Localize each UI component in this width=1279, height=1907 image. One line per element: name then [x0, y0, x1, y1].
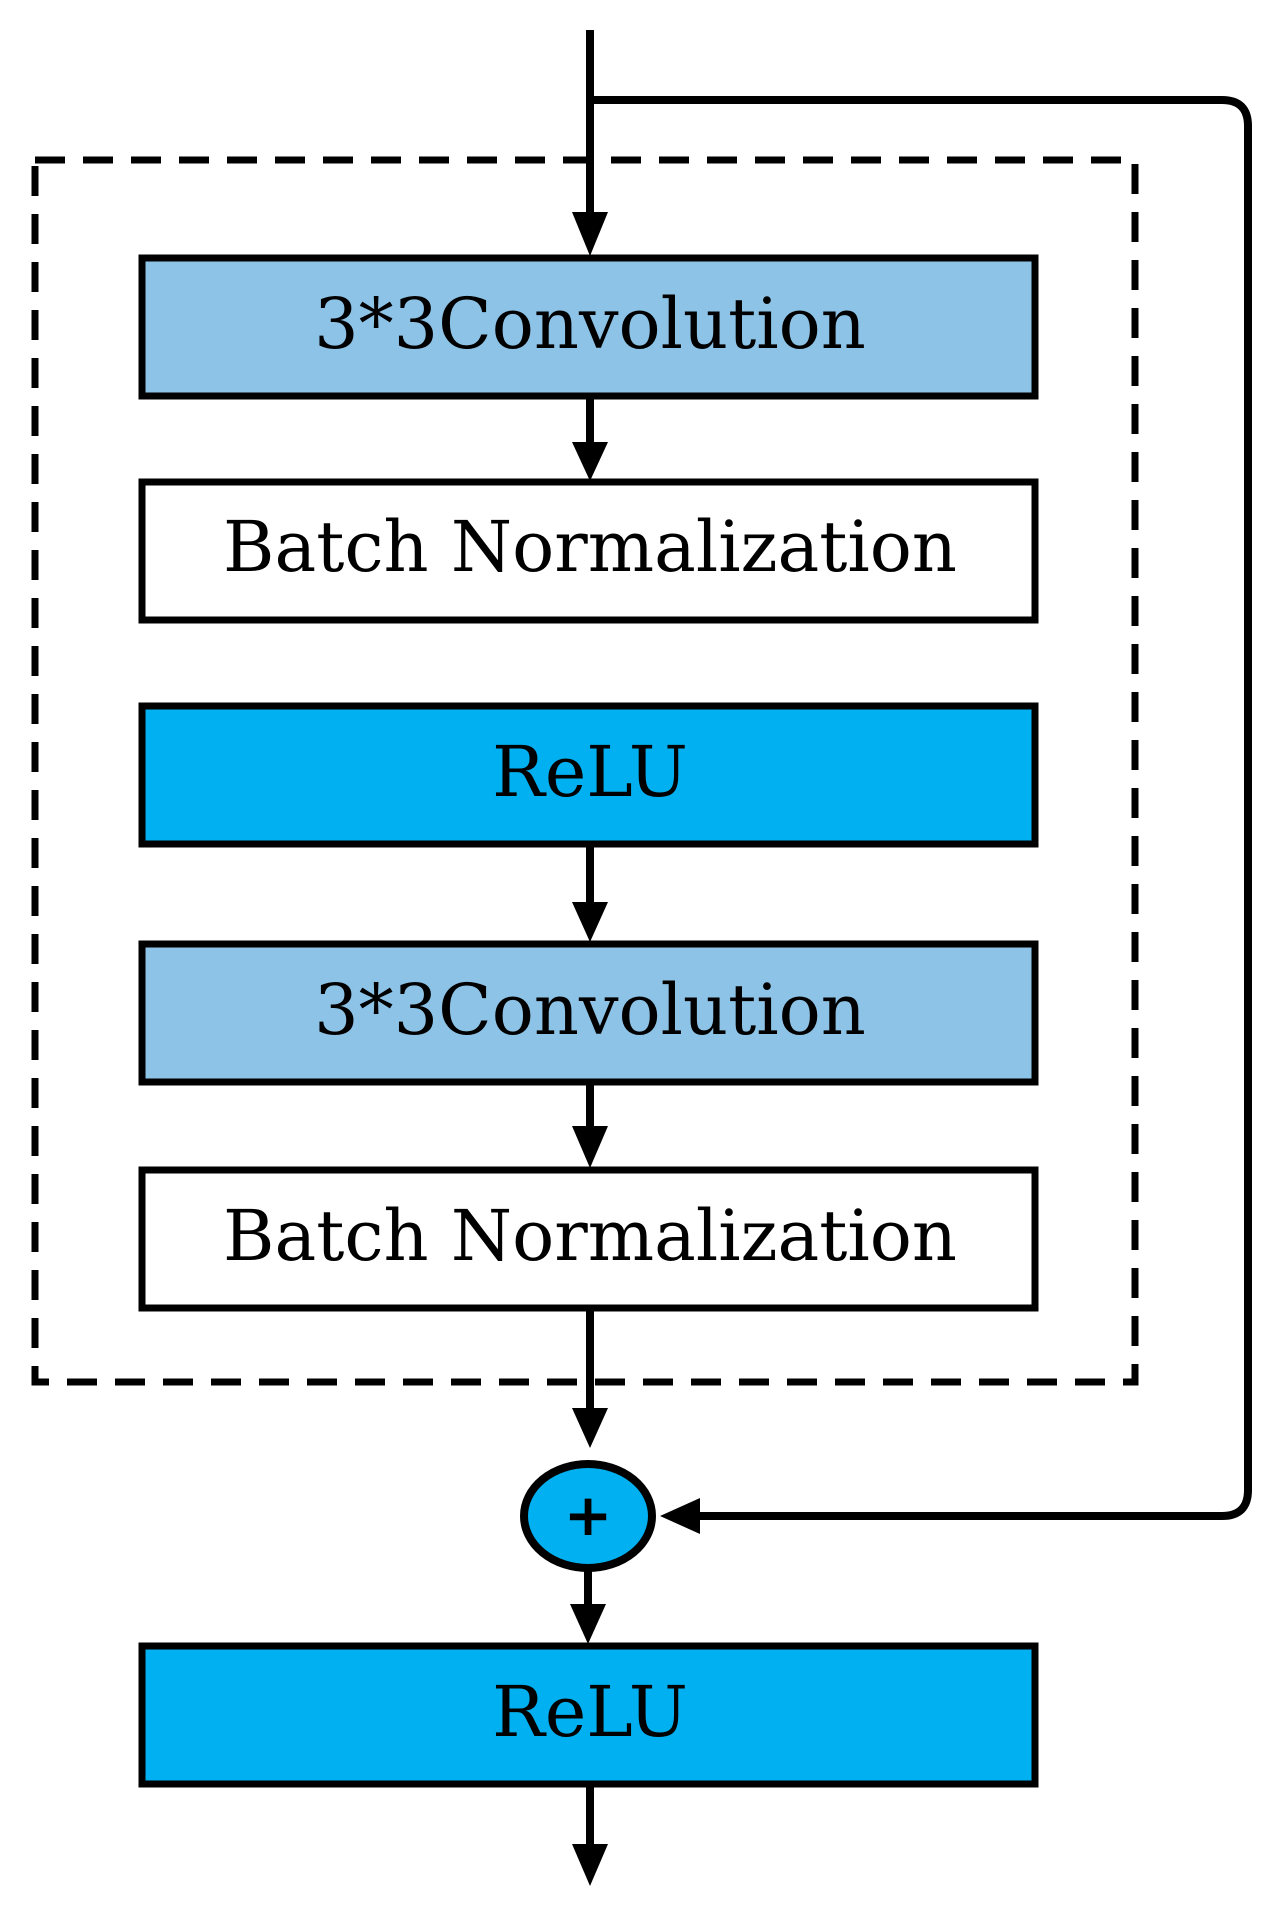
arrow-conv2-bn2-head	[572, 1126, 608, 1168]
input-arrowhead	[572, 212, 608, 256]
block-conv-1-label: 3*3Convolution	[314, 283, 866, 365]
block-conv-2-label: 3*3Convolution	[314, 969, 866, 1051]
block-conv-1: 3*3Convolution	[138, 254, 1039, 400]
block-relu-output-label: ReLU	[492, 1671, 688, 1753]
arrow-sum-relu-head	[570, 1604, 606, 1644]
arrow-relu1-conv2-head	[572, 902, 608, 942]
skip-connection-arrowhead	[660, 1498, 700, 1534]
skip-connection	[590, 96, 1252, 1520]
sum-node: +	[520, 1460, 656, 1572]
block-batch-norm-1: Batch Normalization	[138, 478, 1039, 624]
sum-node-label: +	[564, 1481, 613, 1549]
arrow-bn2-sum-head	[572, 1408, 608, 1448]
residual-unit-boundary	[31, 156, 1139, 1386]
block-batch-norm-1-label: Batch Normalization	[223, 506, 957, 588]
arrow-conv1-bn1-head	[572, 442, 608, 481]
block-relu-output: ReLU	[138, 1642, 1039, 1788]
output-arrowhead	[572, 1844, 608, 1886]
block-batch-norm-2-label: Batch Normalization	[223, 1195, 957, 1277]
block-batch-norm-2: Batch Normalization	[138, 1166, 1039, 1312]
block-relu-1: ReLU	[138, 702, 1039, 848]
block-conv-2: 3*3Convolution	[138, 940, 1039, 1086]
block-relu-1-label: ReLU	[492, 731, 688, 813]
